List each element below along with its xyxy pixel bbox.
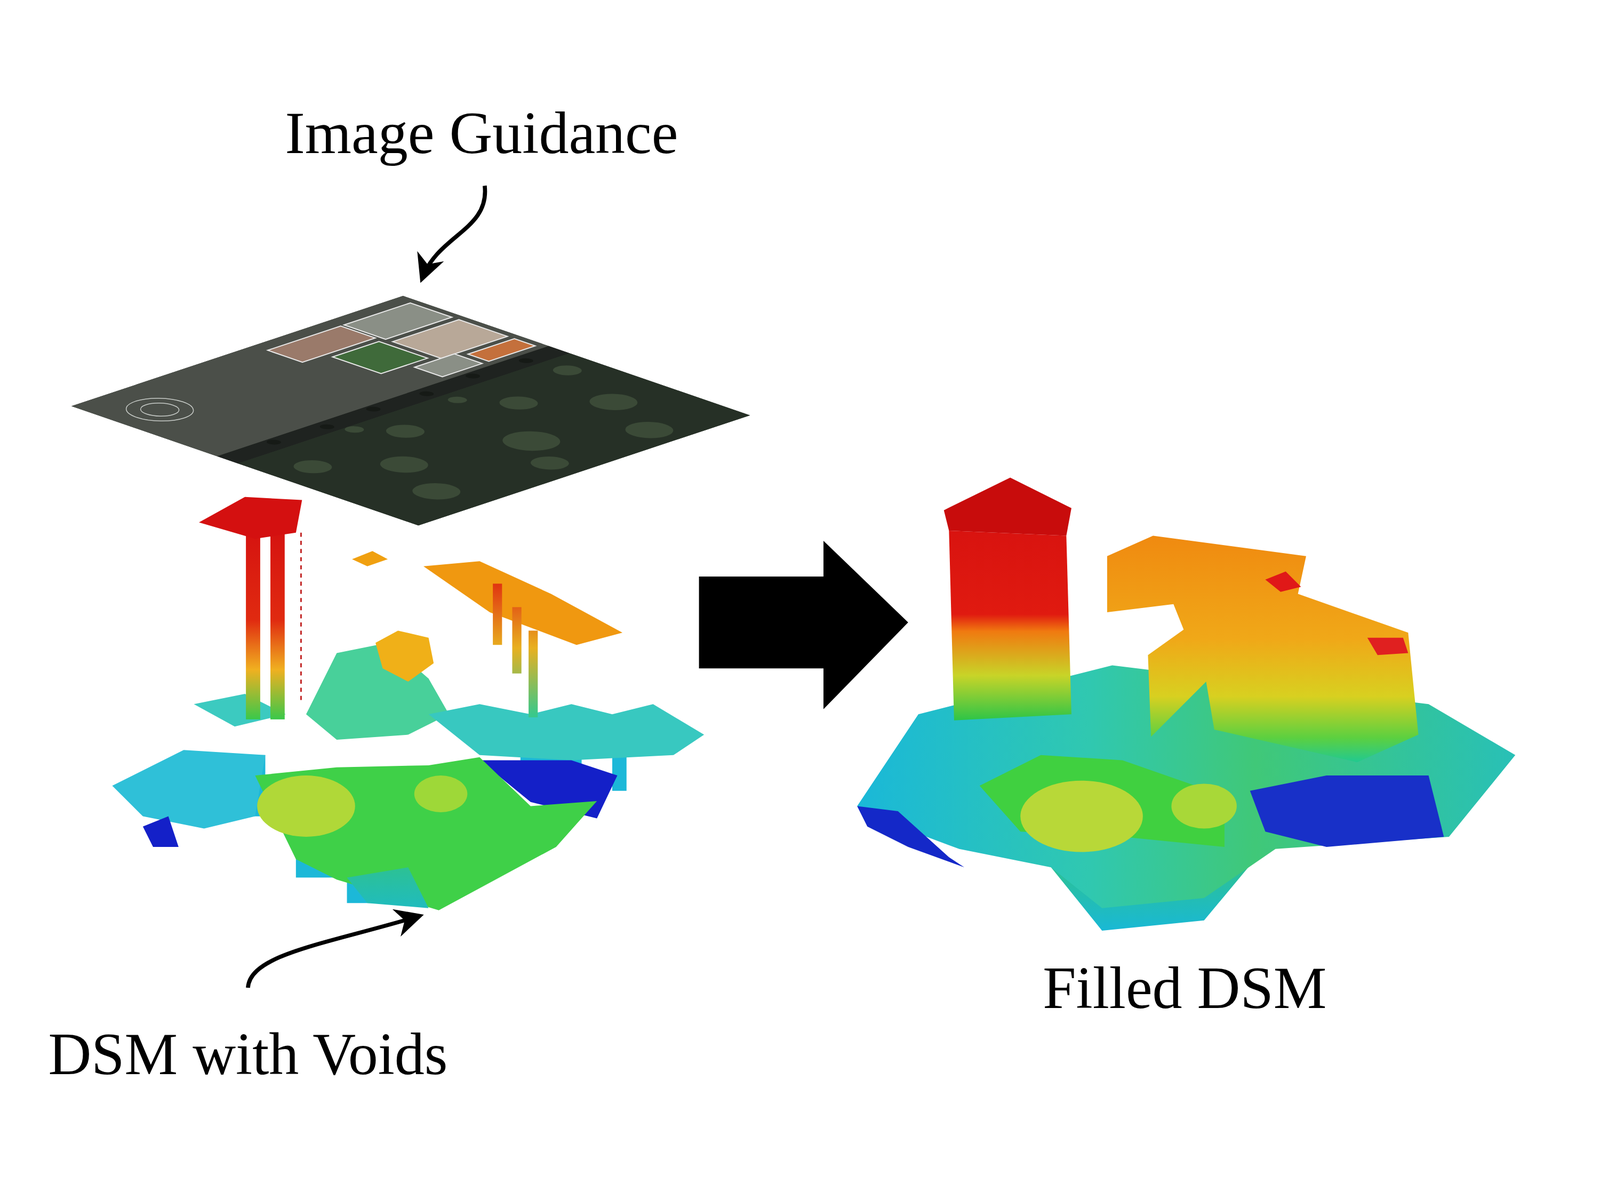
filled-dsm-roof-detail bbox=[1265, 571, 1301, 592]
input-label: DSM with Voids bbox=[48, 1019, 448, 1089]
void-dsm-edge bbox=[300, 532, 302, 704]
void-dsm-ground bbox=[112, 749, 266, 829]
image-road-trees bbox=[263, 356, 536, 447]
void-dsm-pillar bbox=[270, 525, 285, 720]
filled-dsm bbox=[857, 477, 1516, 931]
void-dsm-ground bbox=[428, 704, 705, 760]
image-buildings bbox=[267, 302, 536, 394]
leader-arrow bbox=[422, 185, 485, 278]
filled-dsm-tree bbox=[1020, 780, 1143, 853]
filled-dsm-tree bbox=[1171, 783, 1237, 829]
void-dsm-fragment bbox=[423, 561, 623, 645]
filled-dsm-building bbox=[1107, 535, 1419, 763]
void-dsm-tree bbox=[414, 775, 468, 813]
filled-dsm-low-area bbox=[857, 805, 965, 868]
dsm-with-voids bbox=[112, 497, 704, 911]
void-dsm-tree bbox=[257, 775, 356, 837]
leader-arrow bbox=[248, 916, 419, 988]
filled-dsm-tower bbox=[948, 530, 1072, 721]
void-dsm-fragment bbox=[375, 630, 434, 682]
filled-dsm-low-area bbox=[1250, 775, 1445, 847]
image-ground bbox=[71, 296, 750, 526]
void-dsm-ground bbox=[254, 757, 597, 911]
filled-dsm-tower-roof bbox=[944, 477, 1072, 536]
image-plaza bbox=[112, 393, 208, 426]
image-trees bbox=[237, 353, 750, 526]
void-dsm-pillar bbox=[528, 630, 538, 718]
satellite-image bbox=[71, 296, 750, 526]
filled-dsm-roof-detail bbox=[1367, 637, 1409, 656]
void-dsm-roof bbox=[198, 497, 302, 539]
void-dsm-low-area bbox=[142, 816, 179, 847]
image-label: Image Guidance bbox=[285, 98, 679, 167]
void-dsm-fragment bbox=[352, 550, 388, 567]
output-label: Filled DSM bbox=[1042, 953, 1327, 1023]
void-dsm-drop bbox=[347, 867, 429, 909]
void-dsm-pillar bbox=[492, 583, 502, 645]
process-arrow bbox=[699, 540, 909, 710]
image-tree-texture bbox=[257, 358, 723, 516]
void-dsm-pillar bbox=[512, 606, 522, 674]
void-dsm-pillar bbox=[245, 525, 261, 720]
